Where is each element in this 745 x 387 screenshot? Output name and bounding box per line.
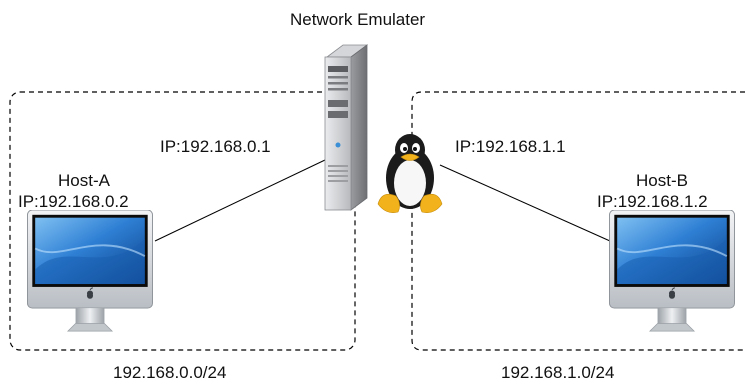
subnet-right-label: 192.168.1.0/24 bbox=[501, 363, 615, 382]
subnet-right-boundary bbox=[411, 91, 745, 351]
title-label: Network Emulater bbox=[290, 10, 426, 29]
router-ip-right-label: IP:192.168.1.1 bbox=[455, 137, 566, 156]
host-a-name-label: Host-A bbox=[58, 171, 110, 190]
subnet-left-boundary bbox=[9, 91, 356, 351]
host-b-name-label: Host-B bbox=[636, 171, 688, 190]
host-a-ip-label: IP:192.168.0.2 bbox=[18, 192, 129, 211]
router-ip-left-label: IP:192.168.0.1 bbox=[160, 137, 271, 156]
host-b-ip-label: IP:192.168.1.2 bbox=[597, 192, 708, 211]
link-host-a-router bbox=[154, 159, 326, 242]
host-a-imac-monitor-icon bbox=[26, 210, 154, 333]
subnet-left-label: 192.168.0.0/24 bbox=[113, 363, 227, 382]
linux-penguin-icon bbox=[377, 134, 443, 213]
server-icon bbox=[324, 44, 369, 211]
host-b-imac-monitor-icon bbox=[608, 210, 736, 333]
link-router-host-b bbox=[439, 164, 611, 242]
